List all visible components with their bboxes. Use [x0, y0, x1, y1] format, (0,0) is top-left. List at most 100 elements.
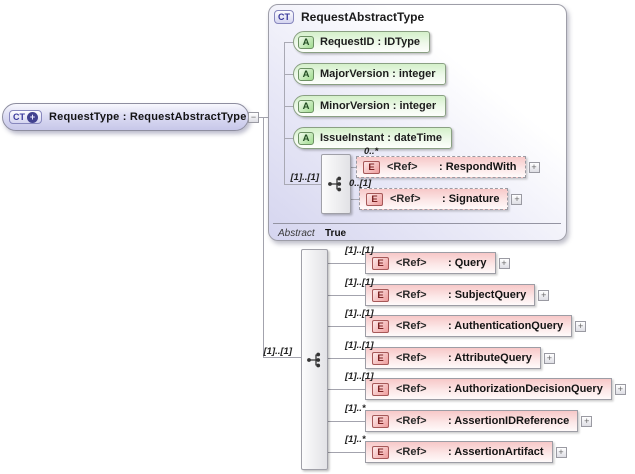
element-box[interactable]: E <Ref> : AuthorizationDecisionQuery — [365, 378, 612, 400]
element-node-authenticationquery[interactable]: [1]..[1] E <Ref> : AuthenticationQuery + — [345, 308, 587, 337]
connector-line — [328, 358, 365, 359]
element-ref: <Ref> — [396, 383, 427, 395]
attribute-badge: A — [298, 67, 314, 81]
element-name: : Query — [448, 257, 487, 269]
attribute-node[interactable]: A MinorVersion : integer — [293, 95, 447, 117]
connector-line — [285, 74, 294, 75]
element-box[interactable]: E <Ref> : RespondWith — [356, 156, 526, 178]
connector-line — [328, 389, 365, 390]
attribute-badge: A — [298, 35, 314, 49]
occurrence-label: [1]..[1] — [263, 346, 293, 357]
element-badge: E — [372, 319, 389, 333]
connector-line — [285, 42, 294, 43]
attribute-label: RequestID : IDType — [320, 36, 421, 48]
element-ref: <Ref> — [396, 415, 427, 427]
occurrence-label: [1]..[1] — [290, 172, 320, 183]
connector-line — [263, 357, 301, 358]
expand-icon[interactable]: + — [528, 161, 540, 173]
ct-badge-label: CT — [13, 111, 25, 122]
element-node-assertionartifact[interactable]: [1]..* E <Ref> : AssertionArtifact + — [345, 434, 567, 463]
element-ref: <Ref> — [396, 257, 427, 269]
panel-header: CT RequestAbstractType — [274, 10, 424, 24]
element-node-query[interactable]: [1]..[1] E <Ref> : Query + — [345, 245, 510, 274]
connector-line — [285, 106, 294, 107]
element-name: : Signature — [442, 193, 500, 205]
occurrence-label: 0..* — [364, 146, 379, 157]
element-badge: E — [363, 160, 380, 174]
element-box[interactable]: E <Ref> : SubjectQuery — [365, 284, 536, 306]
ct-badge: CT — [274, 10, 294, 24]
attribute-label: MinorVersion : integer — [320, 100, 437, 112]
connector-line — [284, 184, 321, 185]
connector-line — [328, 452, 365, 453]
expand-icon[interactable]: + — [581, 415, 593, 427]
element-box[interactable]: E <Ref> : AuthenticationQuery — [365, 315, 573, 337]
occurrence-label: [1]..[1] — [345, 371, 374, 382]
element-name: : RespondWith — [439, 161, 517, 173]
expand-icon[interactable]: + — [498, 257, 510, 269]
element-badge: E — [366, 192, 383, 206]
occurrence-label: [1]..[1] — [345, 245, 374, 256]
element-node-attributequery[interactable]: [1]..[1] E <Ref> : AttributeQuery + — [345, 340, 555, 369]
connector-line — [351, 199, 359, 200]
element-badge: E — [372, 445, 389, 459]
element-node-signature[interactable]: E <Ref> : Signature + — [359, 188, 523, 210]
connector-line — [328, 326, 365, 327]
ct-badge: CT+ — [9, 110, 42, 124]
element-badge: E — [372, 414, 389, 428]
element-name: : AssertionArtifact — [448, 446, 544, 458]
attribute-badge: A — [298, 99, 314, 113]
element-box[interactable]: E <Ref> : AssertionArtifact — [365, 441, 553, 463]
panel-title: RequestAbstractType — [301, 10, 425, 24]
sequence-node[interactable] — [321, 154, 351, 214]
element-node-authorizationdecisionquery[interactable]: [1]..[1] E <Ref> : AuthorizationDecision… — [345, 371, 626, 400]
property-value: True — [325, 228, 347, 239]
element-badge: E — [372, 256, 389, 270]
collapse-icon[interactable]: − — [248, 112, 259, 123]
panel-footer-separator — [273, 223, 561, 224]
expand-icon[interactable]: + — [555, 446, 567, 458]
element-ref: <Ref> — [396, 289, 427, 301]
element-node-subjectquery[interactable]: [1]..[1] E <Ref> : SubjectQuery + — [345, 277, 550, 306]
expand-icon[interactable]: + — [575, 320, 587, 332]
element-ref: <Ref> — [396, 446, 427, 458]
expand-icon[interactable]: + — [538, 289, 550, 301]
occurrence-label: [1]..* — [345, 434, 366, 445]
element-ref: <Ref> — [390, 193, 421, 205]
occurrence-label: 0..[1] — [349, 178, 372, 189]
request-abstract-type-panel[interactable]: CT RequestAbstractType A RequestID : IDT… — [268, 4, 567, 241]
connector-line — [351, 167, 357, 168]
element-name: : AuthenticationQuery — [448, 320, 564, 332]
element-badge: E — [372, 288, 389, 302]
sequence-icon — [328, 176, 342, 192]
root-complex-type-node[interactable]: CT+ RequestType : RequestAbstractType — [2, 103, 249, 131]
occurrence-label: [1]..[1] — [345, 308, 374, 319]
property-label: Abstract — [278, 228, 315, 239]
element-name: : SubjectQuery — [448, 289, 527, 301]
element-badge: E — [372, 382, 389, 396]
element-box[interactable]: E <Ref> : Query — [365, 252, 496, 274]
attribute-node[interactable]: A RequestID : IDType — [293, 31, 431, 53]
attribute-node[interactable]: A MajorVersion : integer — [293, 63, 446, 85]
element-node-respondwith[interactable]: E <Ref> : RespondWith + — [356, 156, 540, 178]
occurrence-label: [1]..[1] — [345, 277, 374, 288]
element-node-assertionidreference[interactable]: [1]..* E <Ref> : AssertionIDReference + — [345, 403, 593, 432]
expand-icon[interactable]: + — [543, 352, 555, 364]
attribute-label: IssueInstant : dateTime — [320, 132, 443, 144]
expand-icon[interactable]: + — [511, 193, 523, 205]
choice-icon — [306, 352, 320, 367]
element-ref: <Ref> — [396, 352, 427, 364]
element-box[interactable]: E <Ref> : AssertionIDReference — [365, 410, 579, 432]
attribute-badge: A — [298, 131, 314, 145]
root-type-label: RequestType : RequestAbstractType — [49, 111, 247, 123]
element-name: : AttributeQuery — [448, 352, 532, 364]
element-box[interactable]: E <Ref> : Signature — [359, 188, 509, 210]
connector-line — [285, 138, 294, 139]
element-box[interactable]: E <Ref> : AttributeQuery — [365, 347, 541, 369]
attribute-node[interactable]: A IssueInstant : dateTime — [293, 127, 453, 149]
occurrence-label: [1]..[1] — [345, 340, 374, 351]
element-ref: <Ref> — [387, 161, 418, 173]
element-name: : AssertionIDReference — [448, 415, 570, 427]
choice-node[interactable] — [301, 249, 328, 470]
expand-icon[interactable]: + — [614, 383, 626, 395]
